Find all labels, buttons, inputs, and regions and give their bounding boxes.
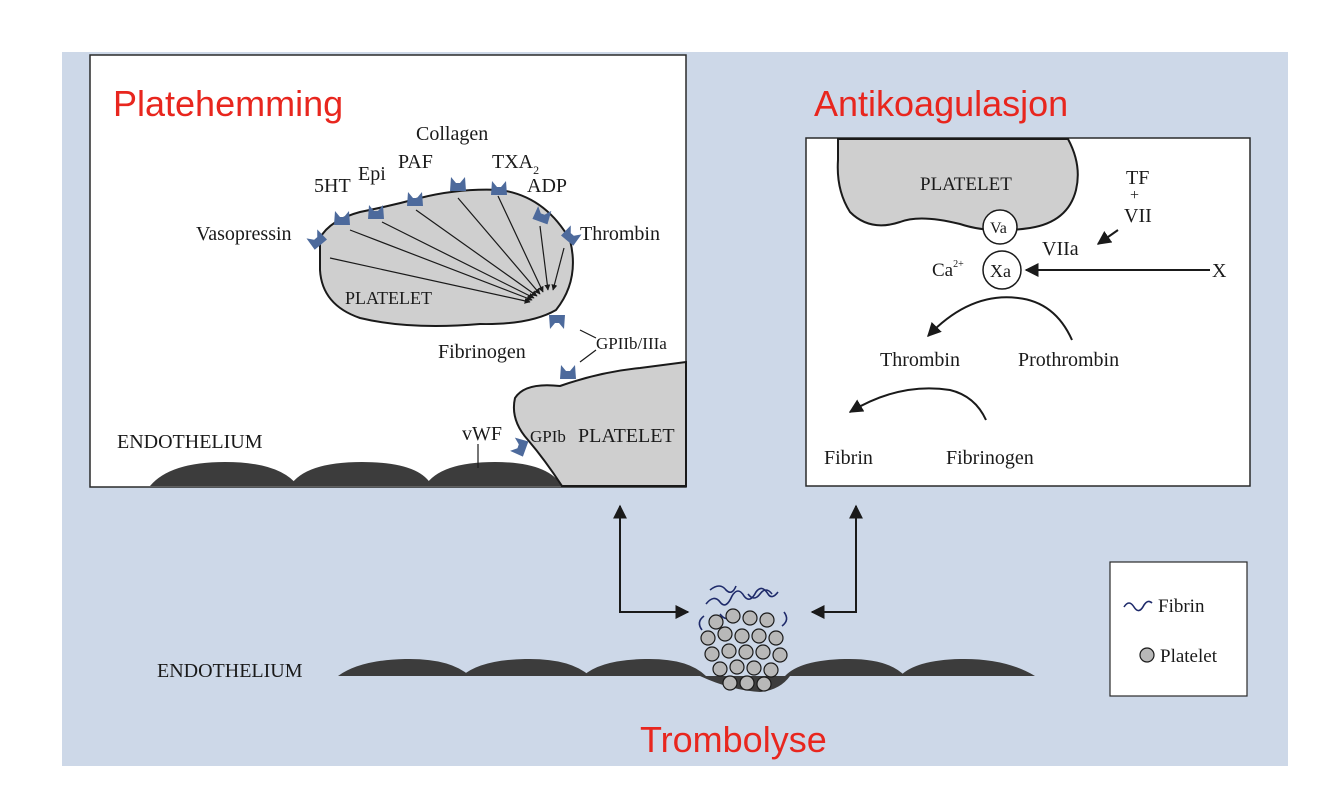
thrombolysis-area: ENDOTHELIUM Trombolyse (157, 504, 1035, 760)
label-viia: VIIa (1042, 238, 1079, 260)
label-paf: PAF (398, 151, 433, 173)
label-fibrin: Fibrin (824, 447, 873, 469)
fibrin-legend-icon (1123, 600, 1153, 612)
label-thrombin: Thrombin (880, 349, 960, 371)
gpiib-pointer-lines (477, 329, 597, 468)
heading-trombolyse: Trombolyse (640, 719, 827, 760)
label-right-platelet: PLATELET (920, 174, 1012, 195)
xa-circle (982, 250, 1022, 290)
anticoagulation-panel: Antikoagulasjon PLATELET TF + VII VIIa V… (805, 83, 1251, 487)
prothrombin-conversion-arc (927, 296, 1073, 341)
label-adp: ADP (527, 175, 567, 197)
right-platelet-shape (836, 138, 1079, 232)
label-factor-x: X (1212, 260, 1227, 282)
lower-platelet-shape (512, 360, 687, 487)
heading-antikoagulasjon: Antikoagulasjon (814, 83, 1068, 124)
label-plus: + (1130, 187, 1139, 204)
vii-to-viia-arrow (1096, 229, 1119, 245)
label-gpib: GPIb (530, 427, 566, 446)
label-gpiib-iiia: GPIIb/IIIa (596, 334, 667, 353)
label-xa: Xa (990, 261, 1011, 281)
label-endothelium-left: ENDOTHELIUM (117, 431, 263, 453)
label-collagen: Collagen (416, 123, 488, 145)
legend-frame (1109, 561, 1248, 697)
legend-box: Fibrin Platelet (1109, 561, 1248, 697)
label-prothrombin: Prothrombin (1018, 349, 1119, 371)
label-tf: TF (1126, 167, 1149, 189)
heading-platehemming: Platehemming (113, 83, 343, 124)
label-va: Va (990, 220, 1007, 237)
arrow-left-to-thrombus (613, 504, 690, 619)
label-fibrinogen-right: Fibrinogen (946, 447, 1034, 469)
platelet-inhibition-panel: Platehemming Vasopressin 5HT Epi PAF Col… (89, 54, 687, 488)
left-endothelium-cells (150, 462, 562, 486)
signaling-arrows (329, 195, 565, 304)
arrow-right-to-thrombus (810, 504, 863, 619)
label-fibrinogen-left: Fibrinogen (438, 341, 526, 363)
platelet-legend-icon (1139, 647, 1155, 663)
label-thrombin-receptor: Thrombin (580, 223, 660, 245)
legend-fibrin-label: Fibrin (1158, 596, 1205, 617)
label-vii: VII (1124, 205, 1152, 227)
platelet-cluster (700, 608, 788, 692)
label-vasopressin: Vasopressin (196, 223, 292, 245)
fibrin-strands (698, 585, 788, 631)
fibrinogen-conversion-arc (848, 387, 987, 421)
label-calcium: Ca2+ (932, 259, 964, 281)
legend-platelet-label: Platelet (1160, 646, 1218, 667)
label-endothelium-bottom: ENDOTHELIUM (157, 660, 303, 682)
va-circle (982, 209, 1018, 245)
label-5ht: 5HT (314, 175, 351, 197)
label-txa: TXA2 (492, 151, 539, 177)
label-epi: Epi (358, 163, 386, 185)
label-vwf: vWF (462, 423, 502, 445)
label-lower-platelet: PLATELET (578, 425, 675, 447)
label-upper-platelet: PLATELET (345, 288, 432, 308)
